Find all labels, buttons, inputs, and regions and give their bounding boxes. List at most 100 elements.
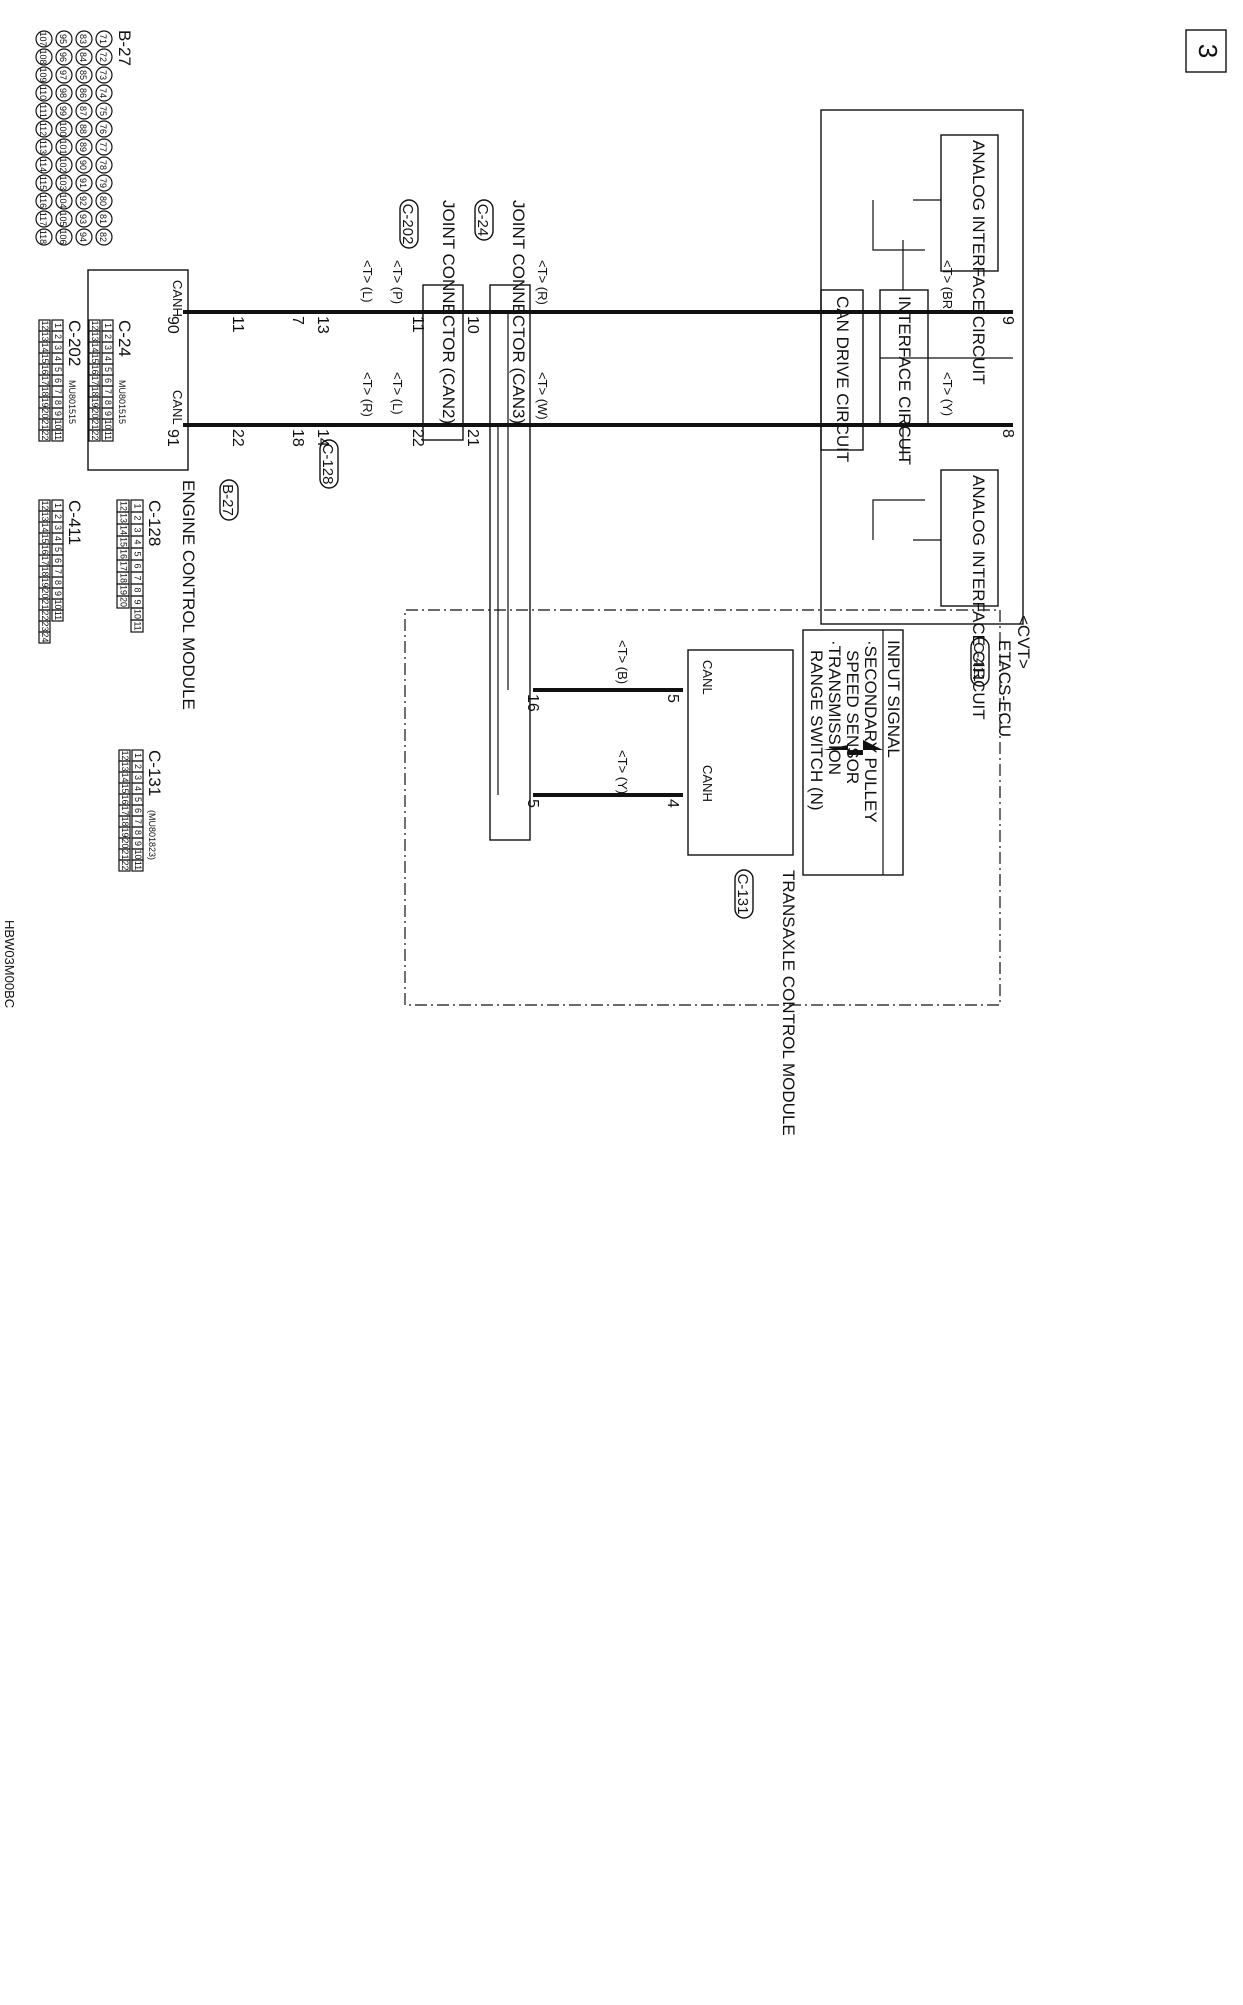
- legend-pin-number: 19: [120, 827, 130, 837]
- legend-pin-cell: [35, 156, 53, 174]
- legend-pin-cell: [95, 84, 113, 102]
- svg-text:ANALOG INTERFACE CIRCUIT: ANALOG INTERFACE CIRCUIT: [969, 475, 988, 720]
- svg-text:SPEED SENSOR: SPEED SENSOR: [843, 650, 862, 784]
- wire-label-tcm-l: <T> (B): [615, 640, 630, 684]
- legend-pin-number: 14: [120, 772, 130, 782]
- legend-pin-number: 83: [78, 34, 88, 44]
- legend-pin-cell: [130, 619, 144, 633]
- transaxle-control-module-box: [687, 649, 794, 856]
- legend-pin-cell: [55, 228, 73, 246]
- legend-pin-number: 8: [53, 400, 63, 405]
- legend-pin-cell: [95, 192, 113, 210]
- legend-pin-number: 6: [53, 378, 63, 383]
- pin-can2-11: 11: [409, 316, 426, 333]
- pin-can3-16: 16: [524, 694, 541, 712]
- svg-text:C-202: C-202: [399, 204, 416, 245]
- legend-pin-number: 5: [53, 547, 63, 552]
- legend-pin-cell: [95, 48, 113, 66]
- legend-pin-number: 8: [133, 830, 143, 835]
- legend-pin-cell: [131, 859, 144, 872]
- legend-pin-cell: [35, 228, 53, 246]
- legend-pin-cell: [38, 631, 51, 644]
- legend-pin-number: 11: [53, 611, 63, 620]
- legend-pin-number: 3: [53, 525, 63, 530]
- legend-pin-number: 103: [58, 175, 68, 190]
- legend-pin-cell: [55, 84, 73, 102]
- legend-pin-number: 99: [58, 106, 68, 116]
- legend-pin-number: 107: [38, 31, 48, 46]
- legend-pin-cell: [51, 609, 64, 622]
- ecm-canh-label: CANH: [170, 280, 185, 317]
- legend-pin-number: 20: [40, 408, 50, 418]
- legend-pin-number: 19: [118, 585, 128, 595]
- legend-pin-number: 77: [98, 142, 108, 152]
- joint-connector-can2-box: [422, 284, 464, 441]
- tag-b27-ecm: B-27: [219, 479, 239, 521]
- legend-pin-number: 116: [38, 194, 48, 208]
- legend-pin-number: 10: [103, 419, 113, 429]
- legend-pin-cell: [75, 192, 93, 210]
- analog-interface-circuit-2: ANALOG INTERFACE CIRCUIT: [940, 469, 999, 720]
- legend-pin-cell: [75, 30, 93, 48]
- legend-pin-number: 10: [53, 599, 63, 609]
- legend-pin-number: 15: [120, 783, 130, 793]
- legend-pin-number: 20: [118, 597, 128, 607]
- legend-pin-number: 16: [118, 549, 128, 559]
- legend-pin-number: 14: [118, 525, 128, 535]
- legend-pin-number: 2: [53, 334, 63, 339]
- legend-pin-cell: [35, 84, 53, 102]
- legend-pin-cell: [75, 66, 93, 84]
- legend-pin-number: 17: [118, 561, 128, 571]
- legend-pin-number: 16: [120, 794, 130, 804]
- legend-pin-cell: [95, 66, 113, 84]
- pin-can2-21: 21: [464, 429, 481, 447]
- legend-pin-number: 9: [132, 599, 142, 604]
- legend-pin-cell: [101, 429, 114, 442]
- pin-c128-14: 14: [314, 429, 331, 447]
- pin-can3-7: 7: [289, 316, 306, 325]
- tcm-label: TRANSAXLE CONTROL MODULE: [779, 870, 798, 1136]
- svg-text:·TRANSMISSION: ·TRANSMISSION: [825, 640, 844, 775]
- legend-b27: B-27717273747576777879808182838485868788…: [35, 30, 134, 246]
- legend-pin-number: 18: [90, 386, 100, 396]
- legend-pin-number: 108: [38, 49, 48, 64]
- interface-circuit: INTERFACE CIRCUIT: [879, 289, 929, 465]
- legend-pin-number: 72: [98, 52, 108, 62]
- legend-label-c411: C-411: [65, 500, 84, 545]
- legend-pin-number: 111: [38, 104, 48, 118]
- legend-pin-number: 18: [40, 566, 50, 576]
- legend-pin-number: 12: [118, 501, 128, 511]
- legend-pin-number: 21: [90, 419, 100, 429]
- legend-pin-number: 18: [118, 573, 128, 583]
- legend-pin-number: 3: [132, 527, 142, 532]
- input-arrow-icon: [823, 740, 883, 755]
- legend-pin-cell: [75, 210, 93, 228]
- tag-c202: C-202: [399, 199, 419, 249]
- legend-pin-number: 21: [40, 599, 50, 609]
- svg-text:B-27: B-27: [219, 484, 236, 516]
- legend-pin-number: 18: [40, 386, 50, 396]
- legend-pin-number: 9: [103, 411, 113, 416]
- legend-pin-number: 4: [53, 356, 63, 361]
- legend-pin-number: 2: [132, 515, 142, 520]
- pin-c128-13: 13: [314, 316, 331, 334]
- cvt-label: <CVT>: [1014, 615, 1033, 669]
- pin-etacs-9: 9: [999, 316, 1016, 325]
- legend-label-c202: C-202: [65, 320, 84, 366]
- svg-text:RANGE SWITCH (N): RANGE SWITCH (N): [807, 650, 826, 811]
- legend-pin-number: 94: [78, 232, 88, 242]
- svg-text:INPUT SIGNAL: INPUT SIGNAL: [884, 640, 903, 758]
- legend-pin-cell: [88, 429, 101, 442]
- legend-pin-number: 15: [90, 353, 100, 363]
- legend-pin-cell: [35, 30, 53, 48]
- legend-pin-number: 9: [133, 841, 143, 846]
- legend-pin-number: 9: [53, 591, 63, 596]
- legend-pin-cell: [95, 138, 113, 156]
- pin-tcm-5: 5: [664, 694, 681, 703]
- svg-text:C-131: C-131: [734, 874, 751, 915]
- legend-c131: C-131(MU801823)1234567891011121314151617…: [118, 749, 164, 872]
- pin-etacs-8: 8: [999, 429, 1016, 438]
- legend-pin-number: 23: [40, 621, 50, 631]
- svg-text:C-128: C-128: [319, 444, 336, 485]
- ecm-label: ENGINE CONTROL MODULE: [179, 480, 198, 710]
